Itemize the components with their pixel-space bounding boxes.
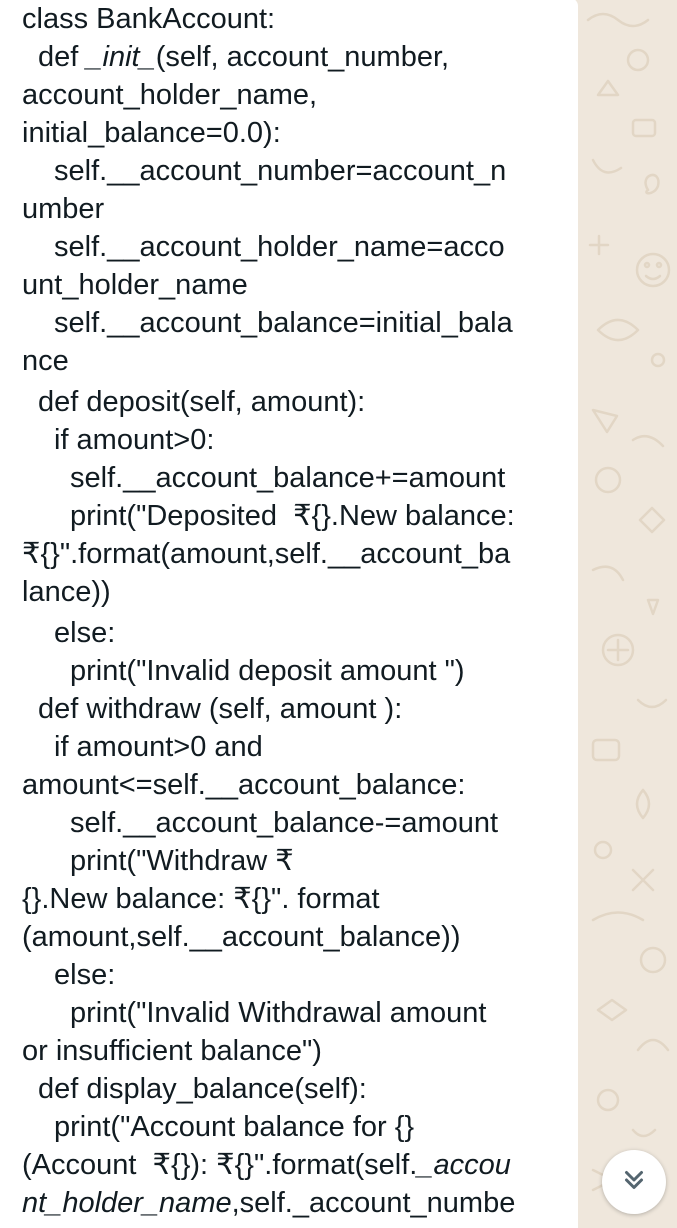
code-line-text: or insufficient balance") — [22, 1035, 322, 1067]
code-line-text: def display_balance(self): — [38, 1073, 367, 1105]
code-line-text: self.__account_balance+=amount — [70, 462, 506, 494]
code-line: umber — [22, 190, 562, 228]
code-line: print("Withdraw ₹ — [22, 842, 562, 880]
code-line-text: amount<=self.__account_balance: — [22, 769, 466, 801]
code-line: def display_balance(self): — [22, 1070, 562, 1108]
code-line: ₹{}".format(amount,self.__account_ba — [22, 535, 562, 573]
message-bubble[interactable]: class BankAccount:def _init_(self, accou… — [0, 0, 578, 1228]
scroll-down-button[interactable] — [602, 1150, 666, 1214]
code-line-text: initial_balance=0.0): — [22, 117, 281, 149]
code-line-text: else: — [54, 959, 116, 991]
code-line: or insufficient balance") — [22, 1032, 562, 1070]
code-line: else: — [22, 956, 562, 994]
code-line: def _init_(self, account_number, — [22, 38, 562, 76]
code-line-text: print("Account balance for {} — [54, 1111, 415, 1143]
code-line-text: (amount,self.__account_balance)) — [22, 921, 461, 953]
code-line-italic-text: _init_ — [86, 41, 156, 73]
code-line: account_holder_name, — [22, 76, 562, 114]
code-line-text: print("Invalid Withdrawal amount — [70, 997, 487, 1029]
code-line: initial_balance=0.0): — [22, 114, 562, 152]
code-line-text: if amount>0 and — [54, 731, 263, 763]
code-line: amount<=self.__account_balance: — [22, 766, 562, 804]
code-line: class BankAccount: — [22, 0, 562, 38]
code-line-text: self.__account_number=account_n — [54, 155, 507, 187]
code-line-text: def withdraw (self, amount ): — [38, 693, 403, 725]
code-line: print("Deposited ₹{}.New balance: — [22, 497, 562, 535]
code-line: print("Invalid deposit amount ") — [22, 652, 562, 690]
code-line-text: self.__account_holder_name=acco — [54, 231, 505, 263]
message-text: class BankAccount:def _init_(self, accou… — [22, 0, 562, 1222]
code-line: {}.New balance: ₹{}". format — [22, 880, 562, 918]
code-line: unt_holder_name — [22, 266, 562, 304]
code-line: print("Account balance for {} — [22, 1108, 562, 1146]
code-line: nt_holder_name,self._account_numbe — [22, 1184, 562, 1222]
code-line: self.__account_balance+=amount — [22, 459, 562, 497]
code-line-italic-text: _accou — [417, 1149, 511, 1181]
code-line: (Account ₹{}): ₹{}".format(self._accou — [22, 1146, 562, 1184]
code-line: nce — [22, 342, 562, 383]
code-line-text: class BankAccount: — [22, 3, 276, 35]
code-line-text: ₹{}".format(amount,self.__account_ba — [22, 538, 511, 570]
code-line: if amount>0 and — [22, 728, 562, 766]
code-line-text: {}.New balance: ₹{}". format — [22, 883, 380, 915]
code-line-text: if amount>0: — [54, 424, 215, 456]
code-line: (amount,self.__account_balance)) — [22, 918, 562, 956]
code-line: self.__account_number=account_n — [22, 152, 562, 190]
code-line-text: else: — [54, 617, 116, 649]
chat-wallpaper — [578, 0, 677, 1214]
code-line: print("Invalid Withdrawal amount — [22, 994, 562, 1032]
code-line-text: print("Withdraw ₹ — [70, 845, 294, 877]
code-line-text: nce — [22, 345, 69, 377]
code-line: if amount>0: — [22, 421, 562, 459]
code-line: def deposit(self, amount): — [22, 383, 562, 421]
code-line: self.__account_balance=initial_bala — [22, 304, 562, 342]
code-line-text: print("Invalid deposit amount ") — [70, 655, 465, 687]
code-line: else: — [22, 614, 562, 652]
code-line-text: (Account ₹{}): ₹{}".format(self. — [22, 1149, 418, 1181]
code-line-text: def deposit(self, amount): — [38, 386, 366, 418]
code-line-text: account_holder_name, — [22, 79, 318, 111]
code-line-text: lance)) — [22, 576, 111, 608]
code-line: def withdraw (self, amount ): — [22, 690, 562, 728]
code-line-text: print("Deposited ₹{}.New balance: — [70, 500, 515, 532]
code-line: self.__account_balance-=amount — [22, 804, 562, 842]
code-line-text: umber — [22, 193, 105, 225]
code-line: self.__account_holder_name=acco — [22, 228, 562, 266]
code-line-text: unt_holder_name — [22, 269, 248, 301]
double-chevron-down-icon — [619, 1165, 649, 1200]
code-line-rest-text: ,self._account_numbe — [231, 1187, 516, 1219]
code-line: lance)) — [22, 573, 562, 614]
code-line-rest-text: (self, account_number, — [155, 41, 450, 73]
code-line-text: self.__account_balance-=amount — [70, 807, 499, 839]
code-line-italic-text: nt_holder_name — [22, 1187, 232, 1219]
code-line-text: def — [38, 41, 87, 73]
code-line-text: self.__account_balance=initial_bala — [54, 307, 513, 339]
